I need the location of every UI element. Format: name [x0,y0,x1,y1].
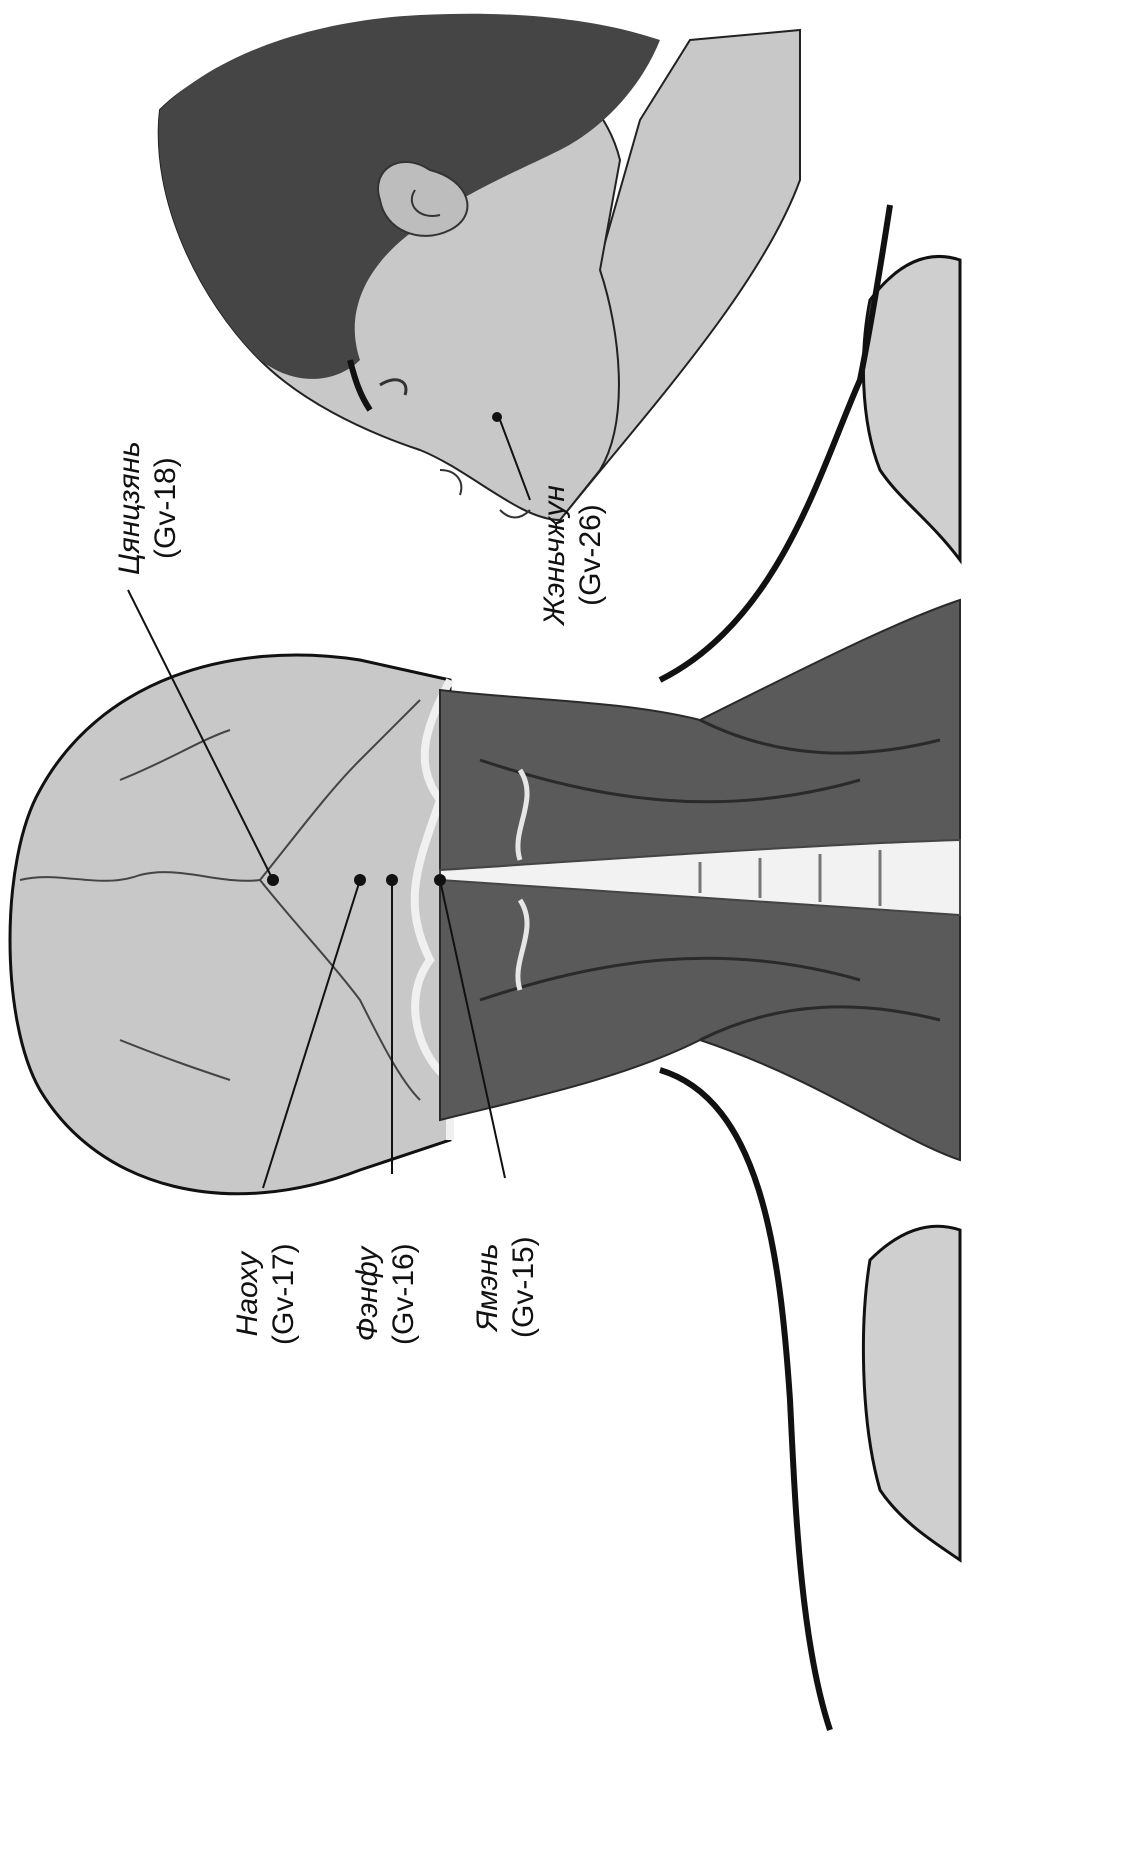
label-gv18: Цянцзянь (Gv-18) [112,441,184,575]
point-gv16 [386,874,398,886]
label-gv16-code: (Gv-16) [386,1243,422,1345]
label-gv26: Жэньчжун (Gv-26) [537,485,609,625]
label-gv15: Ямэнь (Gv-15) [470,1236,542,1338]
point-gv18 [267,874,279,886]
head-profile-icon [159,14,800,520]
label-gv17: Наоху (Gv-17) [230,1243,302,1345]
label-gv17-code: (Gv-17) [266,1243,302,1345]
label-gv26-name: Жэньчжун [537,485,573,625]
label-gv16: Фэнфу (Gv-16) [350,1243,422,1345]
label-gv26-code: (Gv-26) [573,485,609,625]
label-gv18-code: (Gv-18) [148,441,184,575]
label-gv16-name: Фэнфу [350,1243,386,1345]
label-gv17-name: Наоху [230,1243,266,1345]
label-gv15-name: Ямэнь [470,1236,506,1338]
point-gv17 [354,874,366,886]
point-gv15 [434,874,446,886]
point-gv26 [492,412,502,422]
label-gv18-name: Цянцзянь [112,441,148,575]
label-gv15-code: (Gv-15) [506,1236,542,1338]
